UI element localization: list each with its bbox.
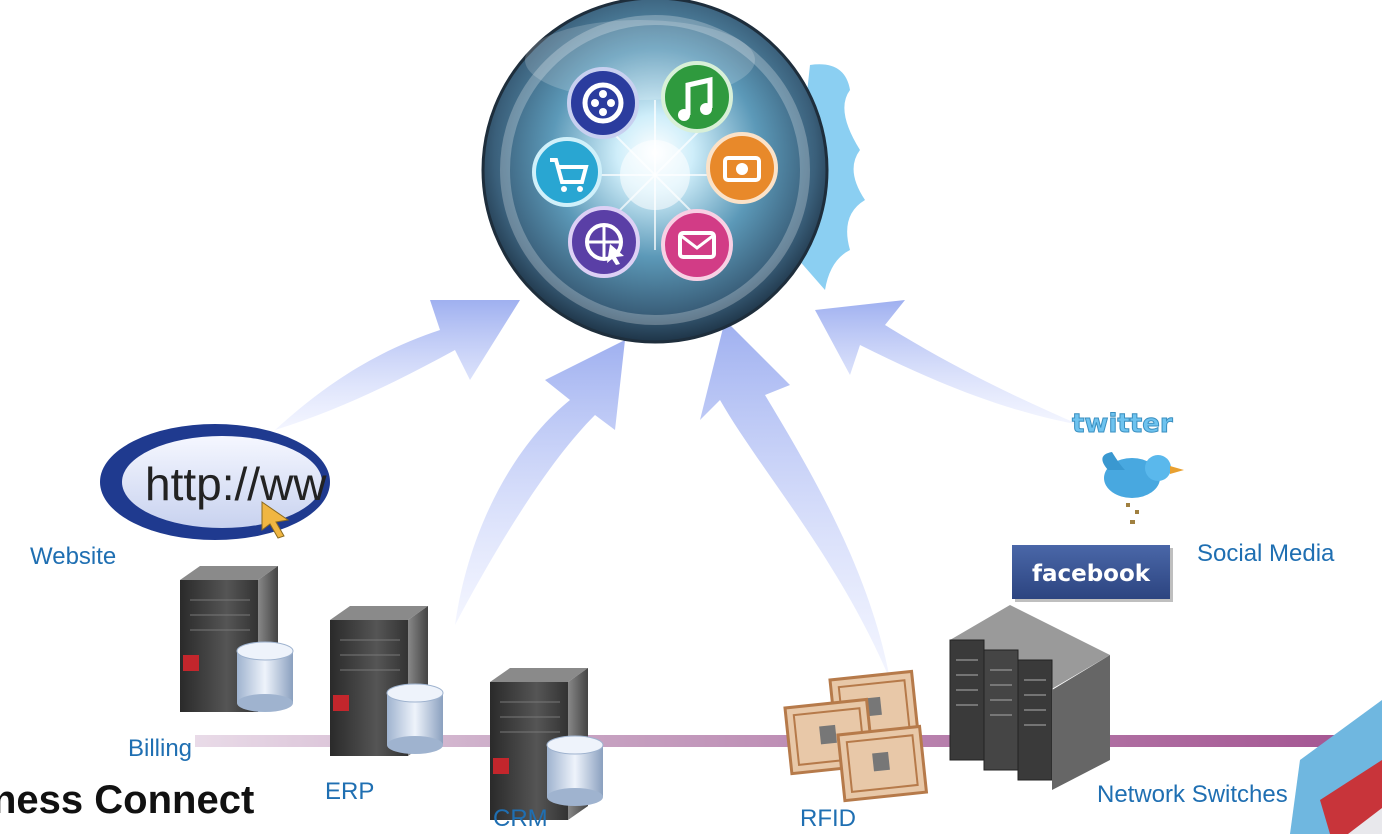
label-network-switches: Network Switches — [1097, 781, 1288, 808]
twitter-logo: twitter — [1072, 409, 1174, 440]
shopping-cart-icon — [532, 137, 602, 207]
network-switch-rack — [949, 605, 1110, 790]
erp-server — [330, 606, 444, 756]
facebook-logo-text: facebook — [1032, 561, 1151, 587]
film-reel-icon — [567, 67, 639, 139]
music-note-icon — [661, 61, 733, 133]
rfid-tags — [783, 669, 929, 803]
crm-server — [490, 668, 604, 820]
arrow-rfid — [700, 320, 890, 680]
facebook-logo: facebook — [1012, 545, 1173, 602]
label-erp: ERP — [325, 778, 375, 805]
label-crm: CRM — [493, 805, 548, 832]
camera-icon — [706, 132, 778, 204]
globe-cursor-icon — [568, 206, 640, 278]
corner-decoration — [1290, 700, 1382, 834]
billing-server — [180, 566, 294, 712]
label-rfid: RFID — [800, 805, 856, 832]
twitter-logo-text: twitter — [1072, 409, 1173, 439]
label-social-media: Social Media — [1197, 540, 1335, 567]
page-title: ness Connect — [0, 778, 255, 822]
website-logo: http://ww — [100, 424, 330, 540]
arrow-social — [815, 300, 1080, 425]
arrow-website — [275, 300, 520, 430]
mail-icon — [661, 209, 733, 281]
twitter-bird-icon — [1102, 452, 1184, 524]
label-billing: Billing — [128, 735, 193, 762]
http-logo-text: http://ww — [145, 458, 327, 510]
label-website: Website — [30, 543, 117, 570]
arrow-erp — [455, 340, 625, 625]
